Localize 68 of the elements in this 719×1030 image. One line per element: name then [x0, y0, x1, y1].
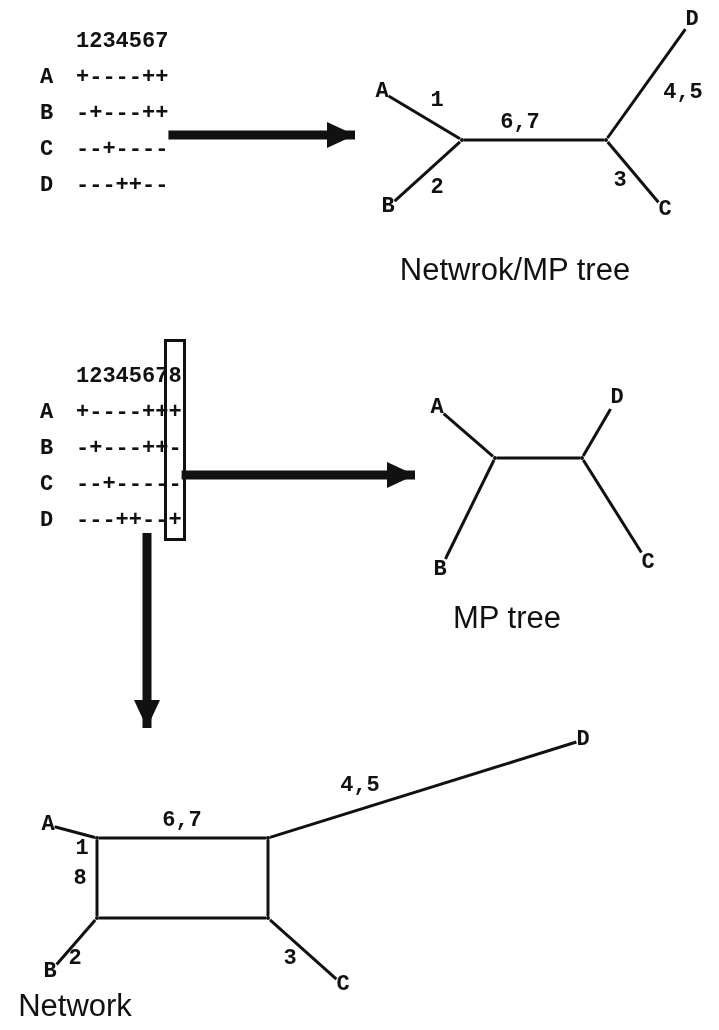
tree-branch [269, 918, 338, 981]
tree-branch [54, 825, 96, 839]
branch-label: 1 [430, 87, 444, 113]
tree-branch [497, 456, 580, 460]
tree-branch [393, 140, 461, 203]
taxon-label: C [40, 138, 55, 162]
branch-label: 6,7 [162, 807, 202, 833]
tree-branch [266, 840, 270, 916]
branch-junction [95, 916, 99, 920]
arrow [181, 462, 415, 488]
branch-junction [95, 836, 99, 840]
tree-branch [442, 412, 494, 458]
branch-label: 4,5 [340, 772, 380, 798]
arrow [134, 533, 160, 728]
character-states: ---++-- [76, 174, 169, 198]
taxon-label: C [658, 199, 672, 221]
arrow [168, 122, 355, 148]
character-states: --+---- [76, 138, 169, 162]
tree-branch [269, 740, 577, 839]
taxon-label: B [43, 961, 57, 983]
branch-label: 2 [430, 174, 444, 200]
taxon-label: A [41, 814, 55, 836]
tree-branch [444, 459, 496, 560]
taxon-label: A [375, 81, 389, 103]
taxon-label: B [433, 559, 447, 581]
branch-label: 1 [75, 835, 89, 861]
character-states: +----++ [76, 66, 169, 90]
diagram-caption: MP tree [453, 600, 561, 636]
taxon-label: D [576, 729, 590, 751]
diagram-caption: Network [18, 988, 132, 1024]
tree-branch [582, 459, 643, 554]
tree-branch [606, 141, 660, 204]
branch-label: 3 [613, 167, 627, 193]
branch-label: 2 [68, 945, 82, 971]
taxon-label: B [381, 196, 395, 218]
column-numbers: 1234567 [76, 30, 169, 54]
branch-label: 6,7 [500, 109, 540, 135]
branch-junction [493, 456, 497, 460]
character-states: -+---++ [76, 102, 169, 126]
tree-branch [387, 94, 461, 141]
branch-label: 8 [73, 865, 87, 891]
taxon-label: D [610, 387, 624, 409]
taxon-label: A [40, 66, 55, 90]
taxon-label: A [40, 401, 55, 425]
tree-branch [99, 836, 266, 840]
taxon-label: C [40, 473, 55, 497]
branch-junction [266, 836, 270, 840]
taxon-label: B [40, 437, 55, 461]
tree-branch [464, 138, 604, 142]
branch-junction [580, 456, 584, 460]
taxon-label: B [40, 102, 55, 126]
taxon-label: D [40, 509, 55, 533]
taxon-label: D [685, 9, 699, 31]
tree-branch [55, 919, 97, 966]
tree-branch [606, 28, 687, 139]
taxon-label: C [336, 974, 350, 996]
tree-branch [99, 916, 266, 920]
tree-branch [581, 408, 612, 457]
taxon-label: D [40, 174, 55, 198]
branch-junction [266, 916, 270, 920]
branch-junction [460, 138, 464, 142]
branch-junction [604, 138, 608, 142]
tree-branch [95, 840, 99, 916]
branch-label: 4,5 [663, 79, 703, 105]
taxon-label: C [641, 552, 655, 574]
diagram-caption: Netwrok/MP tree [399, 252, 631, 288]
branch-label: 3 [283, 945, 297, 971]
taxon-label: A [430, 397, 444, 419]
